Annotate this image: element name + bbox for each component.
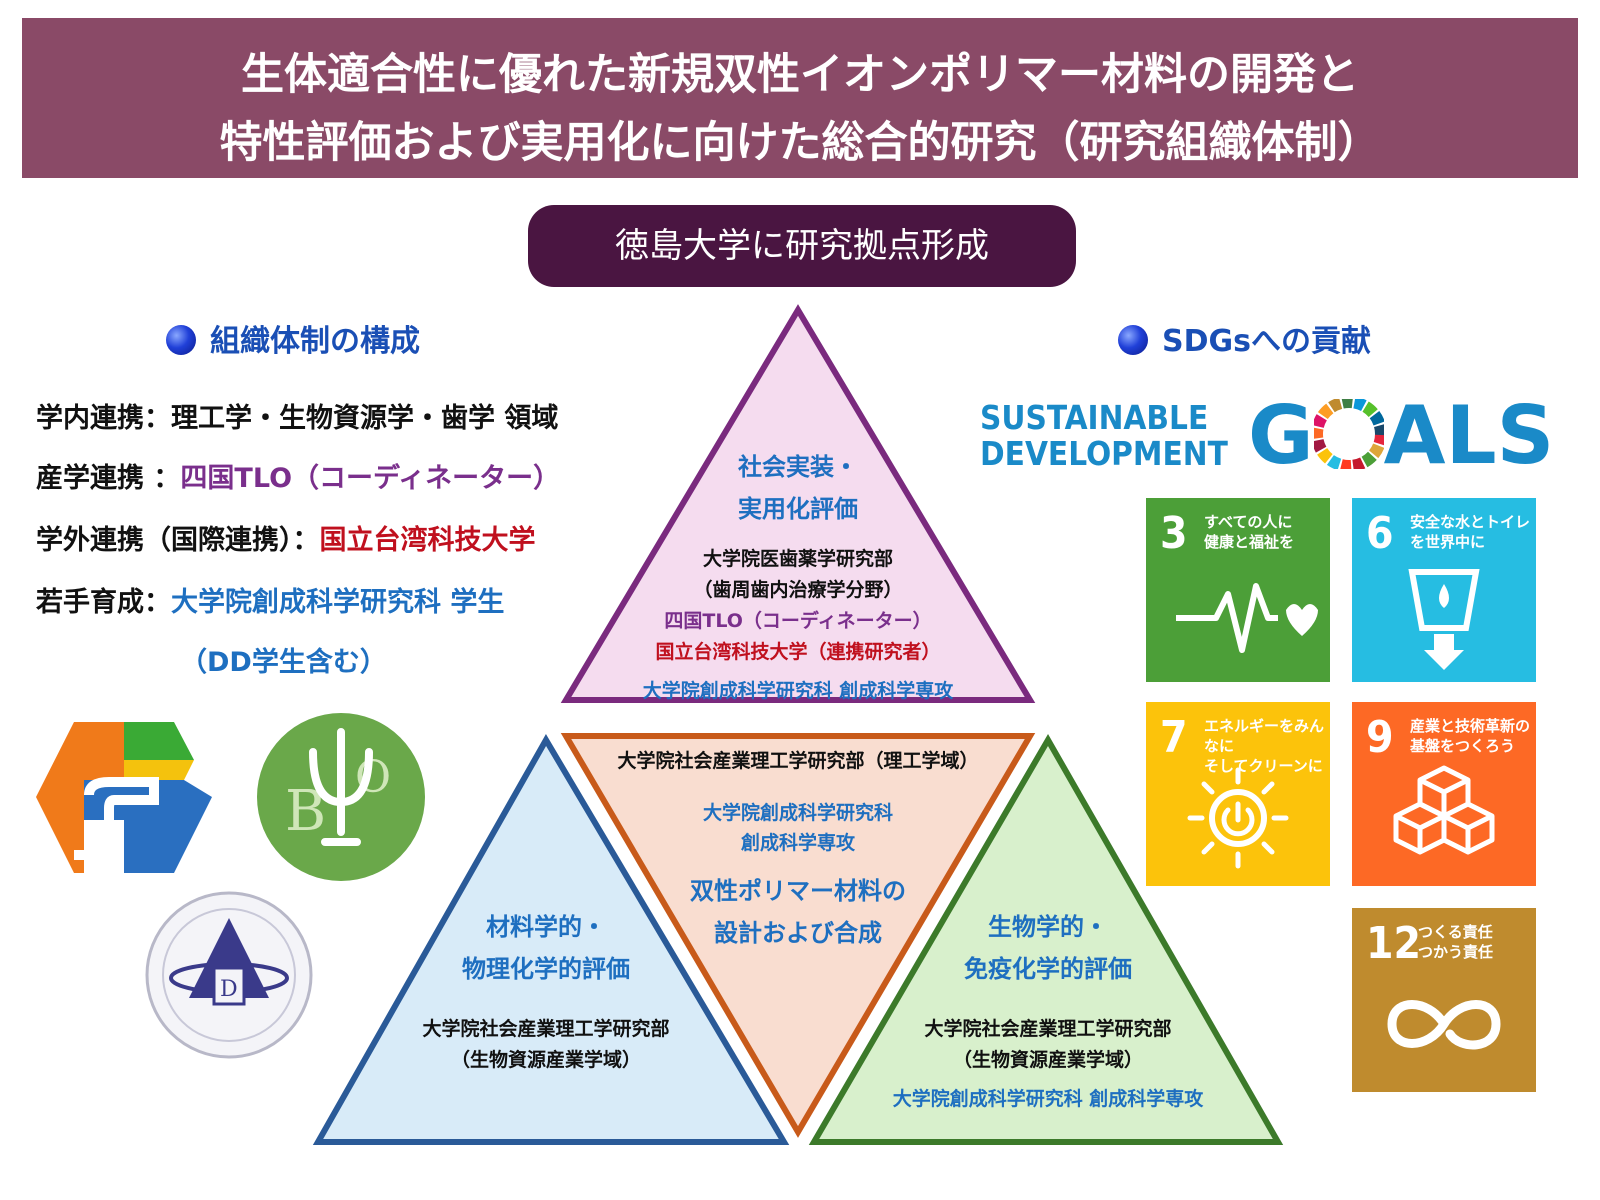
center-triangle — [560, 733, 1036, 1138]
sdg-tile-number: 12 — [1366, 918, 1422, 969]
sdg-tile-number: 6 — [1366, 508, 1394, 559]
org-row-value: 国立台湾科技大学 — [319, 525, 536, 556]
left-title-line-1: 材料学的・ — [486, 913, 606, 941]
left-member-1: 大学院社会産業理工学研究部 — [422, 1018, 670, 1040]
sun-power-icon — [1187, 767, 1289, 869]
org-row-youth-note: （DD学生含む） — [180, 647, 387, 678]
top-member-1: 大学院医歯薬学研究部 — [702, 548, 893, 570]
title-banner: 生体適合性に優れた新規双性イオンポリマー材料の開発と 特性評価および実用化に向け… — [22, 18, 1578, 178]
top-member-2: （歯周歯内治療学分野） — [693, 579, 903, 601]
org-row-value: 理工学・生物資源学・歯学 領域 — [171, 403, 559, 434]
top-member-5: 大学院創成科学研究科 創成科学専攻 — [642, 680, 954, 702]
sdg-tile-3: 3 すべての人に 健康と福祉を — [1146, 498, 1330, 682]
sdg-tile-text: すべての人に 健康と福祉を — [1204, 513, 1295, 551]
right-title-line-1: 生物学的・ — [988, 913, 1108, 941]
hexagon-st-logo-icon — [36, 722, 212, 873]
sdg-tile-6: 6 安全な水とトイレ を世界中に — [1352, 498, 1536, 682]
right-member-2: （生物資源産業学域） — [952, 1049, 1143, 1071]
bio-emblem-logo-icon: B O — [257, 713, 425, 881]
sdg-tile-12: 12 つくる責任 つかう責任 — [1352, 908, 1536, 1092]
top-title-line-1: 社会実装・ — [738, 453, 858, 481]
water-icon — [1408, 569, 1480, 670]
sdgs-logo-line-1: SUSTAINABLE — [980, 398, 1209, 437]
infinity-icon — [1387, 1000, 1501, 1050]
org-row-label: 若手育成： — [36, 587, 171, 618]
center-member-1: 大学院社会産業理工学研究部（理工学域） — [617, 750, 979, 772]
heartbeat-icon — [1176, 583, 1318, 653]
sdg-tile-text: 産業と技術革新の 基盤をつくろう — [1410, 717, 1531, 755]
top-triangle-members: 大学院医歯薬学研究部 （歯周歯内治療学分野） 四国TLO（コーディネーター） 国… — [598, 544, 998, 707]
university-seal-logo-icon: D — [145, 891, 313, 1059]
right-triangle — [808, 733, 1284, 1145]
org-row-value: 四国TLO（コーディネーター） — [180, 463, 561, 494]
top-member-4: 国立台湾科技大学（連携研究者） — [655, 641, 941, 663]
sdg-tile-text: つくる責任 つかう責任 — [1418, 923, 1494, 961]
goals-letters-als: ALS — [1383, 389, 1555, 482]
sdgs-logo-line-2: DEVELOPMENT — [980, 434, 1228, 473]
sdgs-logo-wordmark: SUSTAINABLE DEVELOPMENT — [980, 400, 1228, 472]
center-title-line-1: 双性ポリマー材料の — [690, 877, 906, 905]
org-row-youth: 若手育成：大学院創成科学研究科 学生 — [36, 580, 504, 619]
org-row-value: 大学院創成科学研究科 学生 — [171, 587, 505, 618]
right-member-3: 大学院創成科学研究科 創成科学専攻 — [892, 1088, 1204, 1110]
org-row-internal: 学内連携：理工学・生物資源学・歯学 領域 — [36, 396, 558, 435]
sdgs-heading: SDGsへの貢献 — [1118, 316, 1371, 360]
sdgs-heading-text: SDGsへの貢献 — [1162, 324, 1371, 359]
org-heading: 組織体制の構成 — [166, 316, 420, 360]
org-row-label: 学内連携： — [36, 403, 171, 434]
sdg-tile-9: 9 産業と技術革新の 基盤をつくろう — [1352, 702, 1536, 886]
left-triangle — [312, 734, 790, 1145]
org-row-label: 学外連携（国際連携）： — [36, 525, 320, 556]
sdg-tile-number: 7 — [1160, 712, 1188, 763]
left-triangle-title: 材料学的・ 物理化学的評価 — [396, 906, 696, 990]
sdgs-logo-goals: G ALS — [1248, 394, 1554, 478]
center-member-2: 大学院創成科学研究科 — [702, 802, 893, 824]
org-row-label: 産学連携 ： — [36, 463, 181, 494]
blue-bullet-icon — [166, 325, 196, 355]
left-triangle-members: 大学院社会産業理工学研究部 （生物資源産業学域） — [356, 1014, 736, 1076]
title-line-2: 特性評価および実用化に向けた総合的研究（研究組織体制） — [219, 118, 1381, 168]
goals-letter-g: G — [1248, 389, 1314, 482]
top-triangle-title: 社会実装・ 実用化評価 — [648, 446, 948, 530]
right-triangle-members: 大学院社会産業理工学研究部 （生物資源産業学域） 大学院創成科学研究科 創成科学… — [848, 1014, 1248, 1115]
org-heading-text: 組織体制の構成 — [210, 324, 420, 359]
sdg-tile-text: 安全な水とトイレ を世界中に — [1410, 513, 1531, 551]
left-member-2: （生物資源産業学域） — [450, 1049, 641, 1071]
cubes-icon — [1393, 765, 1495, 855]
sdg-tile-7: 7 エネルギーをみんなに そしてクリーンに — [1146, 702, 1330, 886]
sdg-color-wheel-icon — [1310, 396, 1387, 472]
org-row-external: 学外連携（国際連携）：国立台湾科技大学 — [36, 518, 536, 557]
svg-text:D: D — [220, 977, 238, 1002]
right-triangle-title: 生物学的・ 免疫化学的評価 — [898, 906, 1198, 990]
center-triangle-title: 双性ポリマー材料の 設計および合成 — [628, 870, 968, 954]
sdgs-logo: SUSTAINABLE DEVELOPMENT G — [980, 394, 1560, 480]
title-line-1: 生体適合性に優れた新規双性イオンポリマー材料の開発と — [241, 50, 1359, 100]
center-triangle-members: 大学院社会産業理工学研究部（理工学域） 大学院創成科学研究科 創成科学専攻 — [578, 746, 1018, 858]
top-triangle — [560, 304, 1036, 703]
right-title-line-2: 免疫化学的評価 — [964, 955, 1132, 983]
left-title-line-2: 物理化学的評価 — [462, 955, 630, 983]
sdg-tile-number: 3 — [1160, 508, 1188, 559]
research-hub-label: 徳島大学に研究拠点形成 — [528, 205, 1076, 287]
center-member-3: 創成科学専攻 — [740, 832, 855, 854]
top-member-3: 四国TLO（コーディネーター） — [664, 610, 932, 632]
blue-bullet-icon — [1118, 325, 1148, 355]
right-member-1: 大学院社会産業理工学研究部 — [924, 1018, 1172, 1040]
sdg-tile-text: エネルギーをみんなに そしてクリーンに — [1204, 717, 1325, 775]
sdg-tile-number: 9 — [1366, 712, 1394, 763]
top-title-line-2: 実用化評価 — [738, 495, 858, 523]
org-row-industry: 産学連携 ：四国TLO（コーディネーター） — [36, 456, 560, 495]
center-title-line-2: 設計および合成 — [714, 919, 882, 947]
